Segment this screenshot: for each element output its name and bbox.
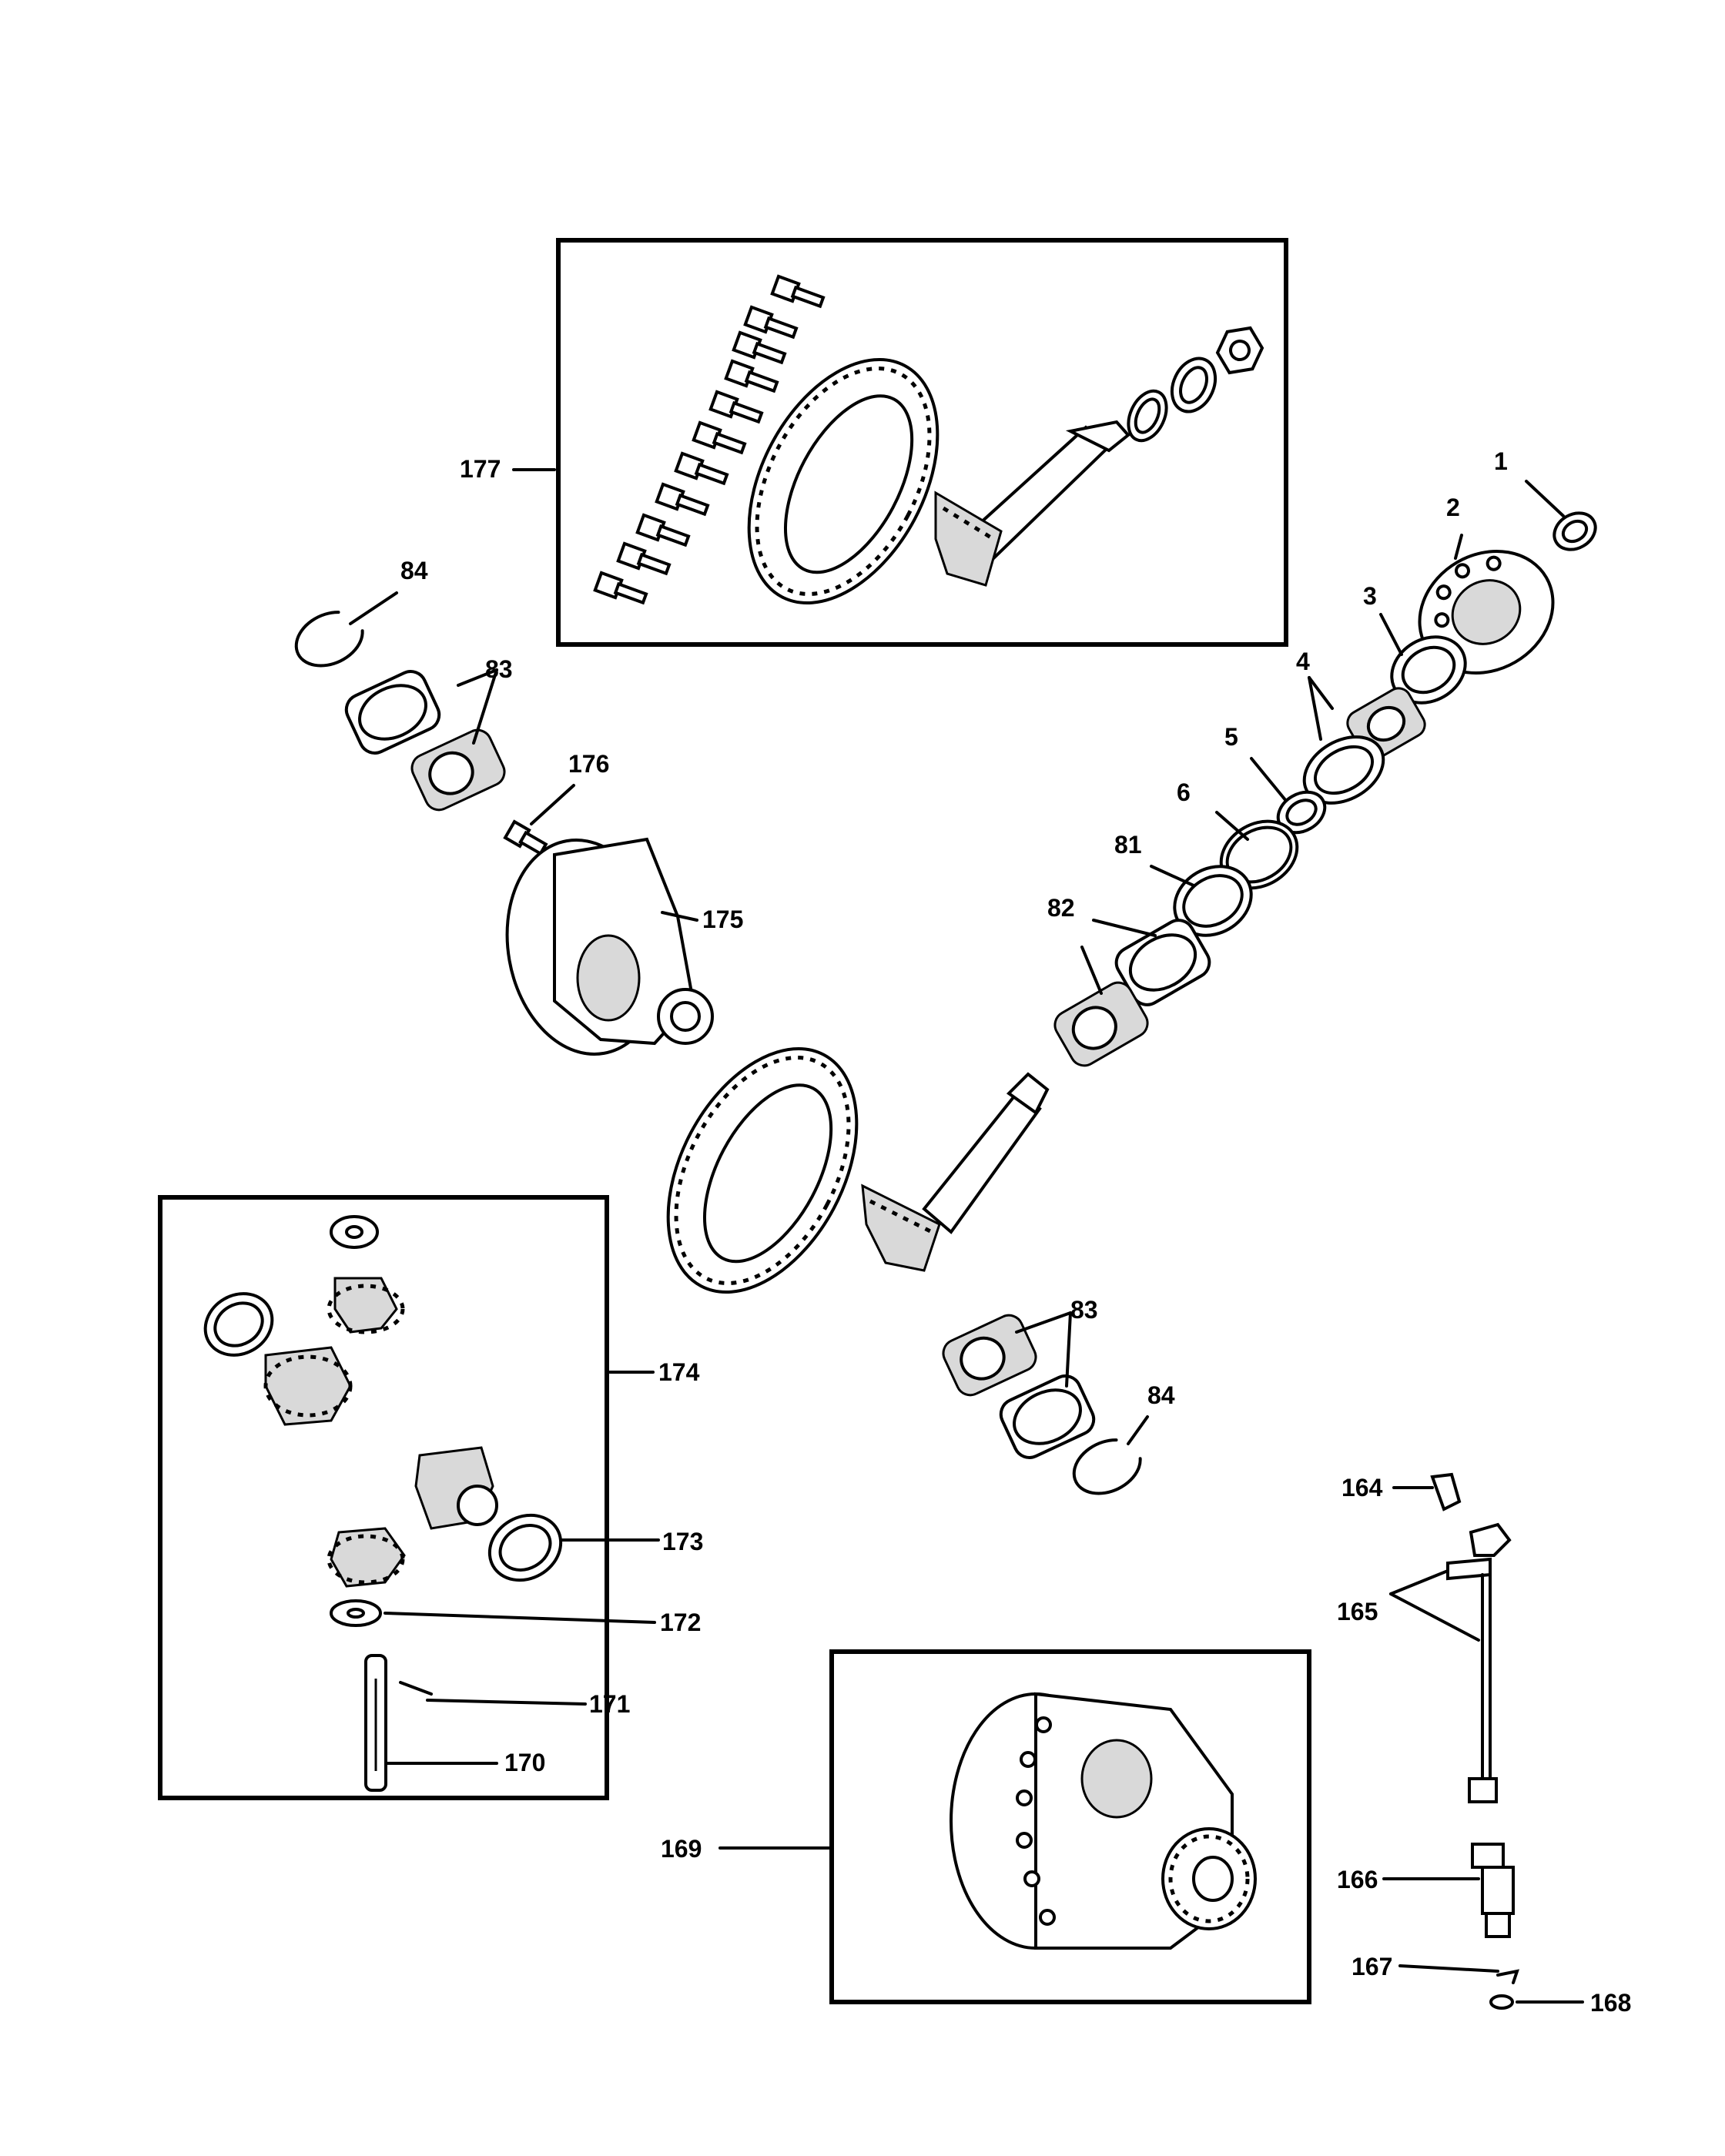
callout-83-top: 83: [485, 655, 513, 683]
callout-164: 164: [1341, 1474, 1383, 1502]
callout-4: 4: [1296, 648, 1310, 675]
callout-6: 6: [1177, 778, 1191, 806]
part-166-solenoid: [1471, 1843, 1515, 1938]
callout-175: 175: [702, 906, 743, 933]
callout-2: 2: [1446, 494, 1460, 521]
side-gear-washer-left: [203, 1292, 274, 1357]
part-165-wiring-harness: [1446, 1522, 1512, 1803]
callout-176: 176: [568, 750, 609, 778]
callout-81: 81: [1114, 831, 1142, 859]
callout-84-bottom: 84: [1147, 1381, 1175, 1409]
part-172-washer: [330, 1599, 382, 1627]
part-4-bearing: [1302, 687, 1426, 805]
callout-84-top: 84: [400, 557, 428, 584]
thrust-washer-top: [330, 1215, 379, 1249]
part-84-snap-ring-lower: [1072, 1438, 1142, 1495]
callout-1: 1: [1494, 447, 1508, 475]
callout-168: 168: [1590, 1989, 1631, 2017]
drive-pinion: [934, 420, 1130, 587]
callout-3: 3: [1363, 582, 1377, 610]
part-170-pinion-shaft: [364, 1654, 387, 1792]
callout-173: 173: [662, 1528, 703, 1555]
callout-169: 169: [661, 1835, 702, 1863]
callout-166: 166: [1337, 1866, 1378, 1893]
pinion-seal: [1170, 357, 1218, 413]
part-1-nut: [1552, 511, 1597, 551]
part-164-sensor: [1430, 1472, 1462, 1512]
callout-83-bottom: 83: [1070, 1296, 1098, 1324]
side-gear-left: [263, 1346, 353, 1426]
callout-165: 165: [1337, 1598, 1378, 1625]
callout-170: 170: [504, 1749, 545, 1776]
locker-differential-assembly: [950, 1692, 1257, 1950]
pinion-nut: [1215, 326, 1264, 375]
part-83-bearing-lower: [942, 1314, 1096, 1459]
part-167-clip: [1496, 1969, 1519, 1984]
part-168-o-ring: [1489, 1994, 1514, 2010]
pinion-gear-bottom: [327, 1527, 406, 1588]
ring-gear: [747, 358, 940, 604]
callout-172: 172: [660, 1609, 701, 1636]
part-82-bearing: [1053, 919, 1211, 1067]
kit-box-174: [158, 1195, 609, 1800]
part-3-seal: [1390, 635, 1467, 705]
ring-gear-bolts: [593, 274, 826, 605]
part-84-snap-ring-left: [294, 611, 364, 668]
callout-167: 167: [1352, 1953, 1392, 1980]
callout-labels: 177 1 2 3 4 5 6 81 82 84 83 176 175 83 8…: [400, 447, 1631, 2017]
part-175-differential-case: [505, 837, 714, 1056]
callout-82: 82: [1047, 894, 1075, 922]
part-5-spacer: [1276, 790, 1327, 835]
part-83-bearing-left: [344, 670, 506, 812]
callout-5: 5: [1224, 723, 1238, 751]
callout-177: 177: [460, 455, 501, 483]
part-171-roll-pin: [399, 1681, 433, 1696]
callout-171: 171: [589, 1690, 630, 1718]
pinion-gear-top: [327, 1277, 405, 1334]
part-81-shim: [1173, 865, 1253, 937]
side-gear-right: [414, 1446, 498, 1530]
part-176-bolt: [503, 819, 548, 856]
drive-pinion-lower: [861, 1072, 1050, 1272]
leader-lines: [349, 468, 1584, 2004]
ring-gear-lower: [666, 1047, 859, 1294]
kit-box-169: [829, 1649, 1311, 2004]
kit-box-177: [556, 238, 1288, 647]
part-173-washer: [487, 1513, 563, 1582]
pinion-washer: [1127, 389, 1168, 443]
callout-174: 174: [658, 1358, 700, 1386]
